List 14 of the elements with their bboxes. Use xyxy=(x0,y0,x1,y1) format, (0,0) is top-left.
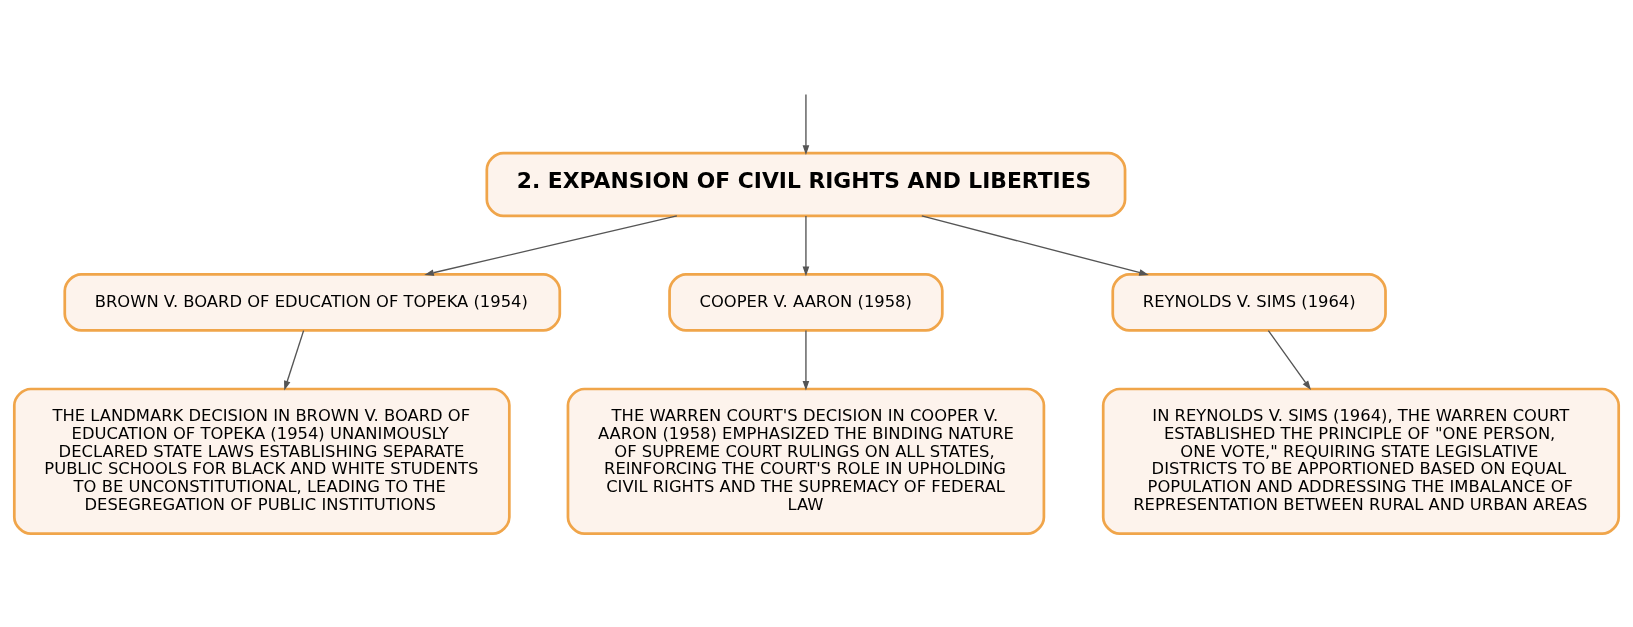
arrow xyxy=(284,329,305,391)
node-box: IN REYNOLDS V. SIMS (1964), THE WARREN COURT ESTABLISHED THE PRINCIPLE OF "ONE PERSON, ONE VOTE," REQUIRING STATE LEGISLATIVE DISTRICTS TO BE APPORTIONED BASED ON EQUAL POPULATION AND ADDRESSING THE IMBALANCE OF REPRESENTATION BETWEEN RURAL AND URBAN AREAS xyxy=(1101,387,1621,535)
node-box: 2. EXPANSION OF CIVIL RIGHTS AND LIBERTIES xyxy=(485,151,1127,218)
node-box: THE LANDMARK DECISION IN BROWN V. BOARD OF EDUCATION OF TOPEKA (1954) UNANIMOUSLY DECLARED STATE LAWS ESTABLISHING SEPARATE PUBLIC SCHOOLS FOR BLACK AND WHITE STUDENTS TO BE UNCONSTITUTIONAL, LEADING TO THE DESEGREGATION OF PUBLIC INSTITUTIONS xyxy=(12,387,511,535)
arrow xyxy=(802,215,810,277)
arrow xyxy=(1267,329,1311,391)
node-box: COOPER V. AARON (1958) xyxy=(668,273,944,332)
arrow xyxy=(424,215,678,276)
arrow xyxy=(921,215,1149,276)
arrow xyxy=(802,93,810,155)
arrow xyxy=(802,329,810,391)
node-box: REYNOLDS V. SIMS (1964) xyxy=(1111,273,1387,332)
node-box: THE WARREN COURT'S DECISION IN COOPER V. AARON (1958) EMPHASIZED THE BINDING NATURE OF SUPREME COURT RULINGS ON ALL STATES, REINFORCING THE COURT'S ROLE IN UPHOLDING CIVIL RIGHTS AND THE SUPREMACY OF FEDERAL LAW xyxy=(566,387,1046,535)
node-box: BROWN V. BOARD OF EDUCATION OF TOPEKA (1954) xyxy=(63,273,562,332)
